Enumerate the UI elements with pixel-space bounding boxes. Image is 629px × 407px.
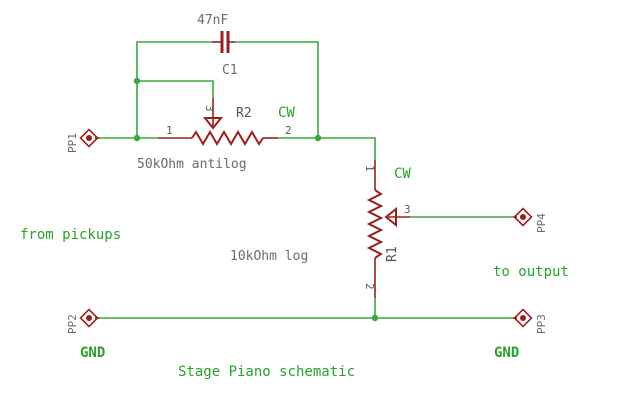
pp2-pad-outer bbox=[79, 308, 99, 328]
junction-dot bbox=[371, 314, 379, 322]
pp2-pad-hole bbox=[86, 315, 92, 321]
junction-dot bbox=[133, 77, 141, 85]
pp1-pad-outer bbox=[79, 128, 99, 148]
pp4-pad-outer bbox=[513, 207, 533, 227]
pad-pp3 bbox=[513, 308, 533, 328]
r1-name-label: R1 bbox=[385, 246, 400, 262]
r2-pin2-number: 2 bbox=[285, 124, 292, 137]
pp3-label: PP3 bbox=[535, 314, 548, 334]
r1-pin1-number: 1 bbox=[363, 165, 376, 172]
junction-dot bbox=[314, 134, 322, 142]
schematic-title: Stage Piano schematic bbox=[178, 364, 355, 380]
r2-name-label: R2 bbox=[236, 106, 252, 121]
r1-value-label: 10kOhm log bbox=[230, 249, 308, 264]
c1-value-label: 47nF bbox=[197, 13, 228, 28]
pp2-label: PP2 bbox=[66, 314, 79, 334]
pp1-label: PP1 bbox=[66, 133, 79, 153]
pp3-pad-hole bbox=[520, 315, 526, 321]
c1-name-label: C1 bbox=[222, 63, 238, 78]
wire-r2-r1 bbox=[278, 137, 376, 160]
pad-pp4 bbox=[513, 207, 533, 227]
wire-c1-right bbox=[235, 41, 319, 138]
r1-cw-label: CW bbox=[394, 166, 411, 182]
r1-resistor-zigzag bbox=[366, 189, 384, 259]
wire-r2-wiper bbox=[137, 80, 214, 98]
from-pickups-label: from pickups bbox=[20, 227, 121, 243]
pp3-pad-outer bbox=[513, 308, 533, 328]
junctions bbox=[133, 77, 379, 322]
r2-resistor-zigzag bbox=[191, 130, 264, 146]
r2-wiper-arrow bbox=[202, 117, 224, 130]
pp4-pad-hole bbox=[520, 214, 526, 220]
r2-pin1-number: 1 bbox=[166, 124, 173, 137]
pad-pp2 bbox=[79, 308, 99, 328]
r2-value-label: 50kOhm antilog bbox=[137, 157, 247, 172]
gnd-right-label: GND bbox=[494, 345, 519, 361]
capacitor-c1 bbox=[212, 31, 235, 53]
r2-cw-label: CW bbox=[278, 105, 295, 121]
to-output-label: to output bbox=[493, 264, 569, 280]
r1-wiper-arrow bbox=[384, 206, 397, 228]
pad-pp1 bbox=[79, 128, 99, 148]
wire-c1-left bbox=[136, 41, 212, 138]
wires bbox=[99, 41, 513, 319]
potentiometer-r2 bbox=[158, 98, 278, 146]
pp4-label: PP4 bbox=[535, 213, 548, 233]
junction-dot bbox=[133, 134, 141, 142]
r1-pin2-number: 2 bbox=[363, 283, 376, 290]
r2-pin3-number: 3 bbox=[203, 105, 216, 112]
r1-pin3-number: 3 bbox=[404, 203, 411, 216]
potentiometer-r1 bbox=[366, 160, 410, 298]
gnd-left-label: GND bbox=[80, 345, 105, 361]
pp1-pad-hole bbox=[86, 135, 92, 141]
